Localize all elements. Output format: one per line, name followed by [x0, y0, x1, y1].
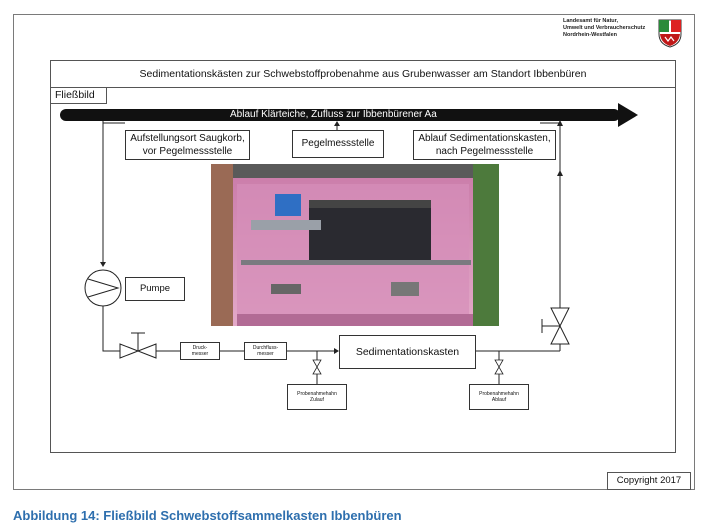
crest-icon — [658, 19, 682, 48]
copyright-box: Copyright 2017 — [607, 472, 691, 490]
pressure-line-2: messer — [191, 351, 209, 357]
tab-fliessbild: Fließbild — [50, 88, 107, 104]
sample-outlet-line-1: Probenahmehahn — [479, 391, 519, 397]
sample-tap-icon — [494, 351, 504, 384]
outlet-label-line-2: nach Pegelmessstelle — [435, 145, 534, 157]
pressure-gauge-box: Druck- messer — [180, 342, 220, 360]
sample-inlet-line-2: Zulauf — [310, 397, 324, 403]
gauge-label: Pegelmessstelle — [292, 130, 384, 158]
setup-photo — [211, 164, 499, 326]
outlet-label-line-1: Ablauf Sedimentationskasten, — [418, 133, 551, 144]
agency-line-2: Umwelt und Verbraucherschutz — [563, 25, 646, 31]
agency-line-3: Nordrhein-Westfalen — [563, 32, 617, 38]
flow-arrow-label: Ablauf Klärteiche, Zufluss zur Ibbenbüre… — [230, 109, 437, 120]
outlet-location-label: Ablauf Sedimentationskasten, nach Pegelm… — [413, 130, 556, 160]
valve-icon — [541, 307, 570, 345]
figure-caption: Abbildung 14: Fließbild Schwebstoffsamme… — [13, 508, 402, 523]
sample-outlet-line-2: Ablauf — [491, 397, 507, 403]
agency-line-1: Landesamt für Natur, — [563, 18, 619, 24]
sample-tap-outlet-box: Probenahmehahn Ablauf — [469, 384, 529, 410]
flow-meter-box: Durchfluss- messer — [244, 342, 287, 360]
flow-meter-line-1: Durchfluss- — [252, 345, 279, 351]
diagram-title: Sedimentationskästen zur Schwebstoffprob… — [50, 60, 676, 88]
page-frame — [13, 14, 695, 490]
main-flow-arrow — [60, 103, 638, 127]
intake-label-line-2: vor Pegelmessstelle — [142, 145, 233, 157]
pressure-line-1: Druck- — [192, 345, 208, 351]
pump-label: Pumpe — [125, 277, 185, 301]
sedimentation-box: Sedimentationskasten — [339, 335, 476, 369]
sample-tap-inlet-box: Probenahmehahn Zulauf — [287, 384, 347, 410]
valve-icon — [119, 332, 157, 359]
pump-icon — [84, 269, 122, 307]
agency-name: Landesamt für Natur, Umwelt und Verbrauc… — [563, 18, 673, 39]
intake-label-line-1: Aufstellungsort Saugkorb, — [130, 133, 245, 144]
sample-tap-icon — [312, 351, 322, 384]
flow-meter-line-2: messer — [257, 351, 274, 357]
sample-inlet-line-1: Probenahmehahn — [297, 391, 337, 397]
intake-location-label: Aufstellungsort Saugkorb, vor Pegelmesss… — [125, 130, 250, 160]
